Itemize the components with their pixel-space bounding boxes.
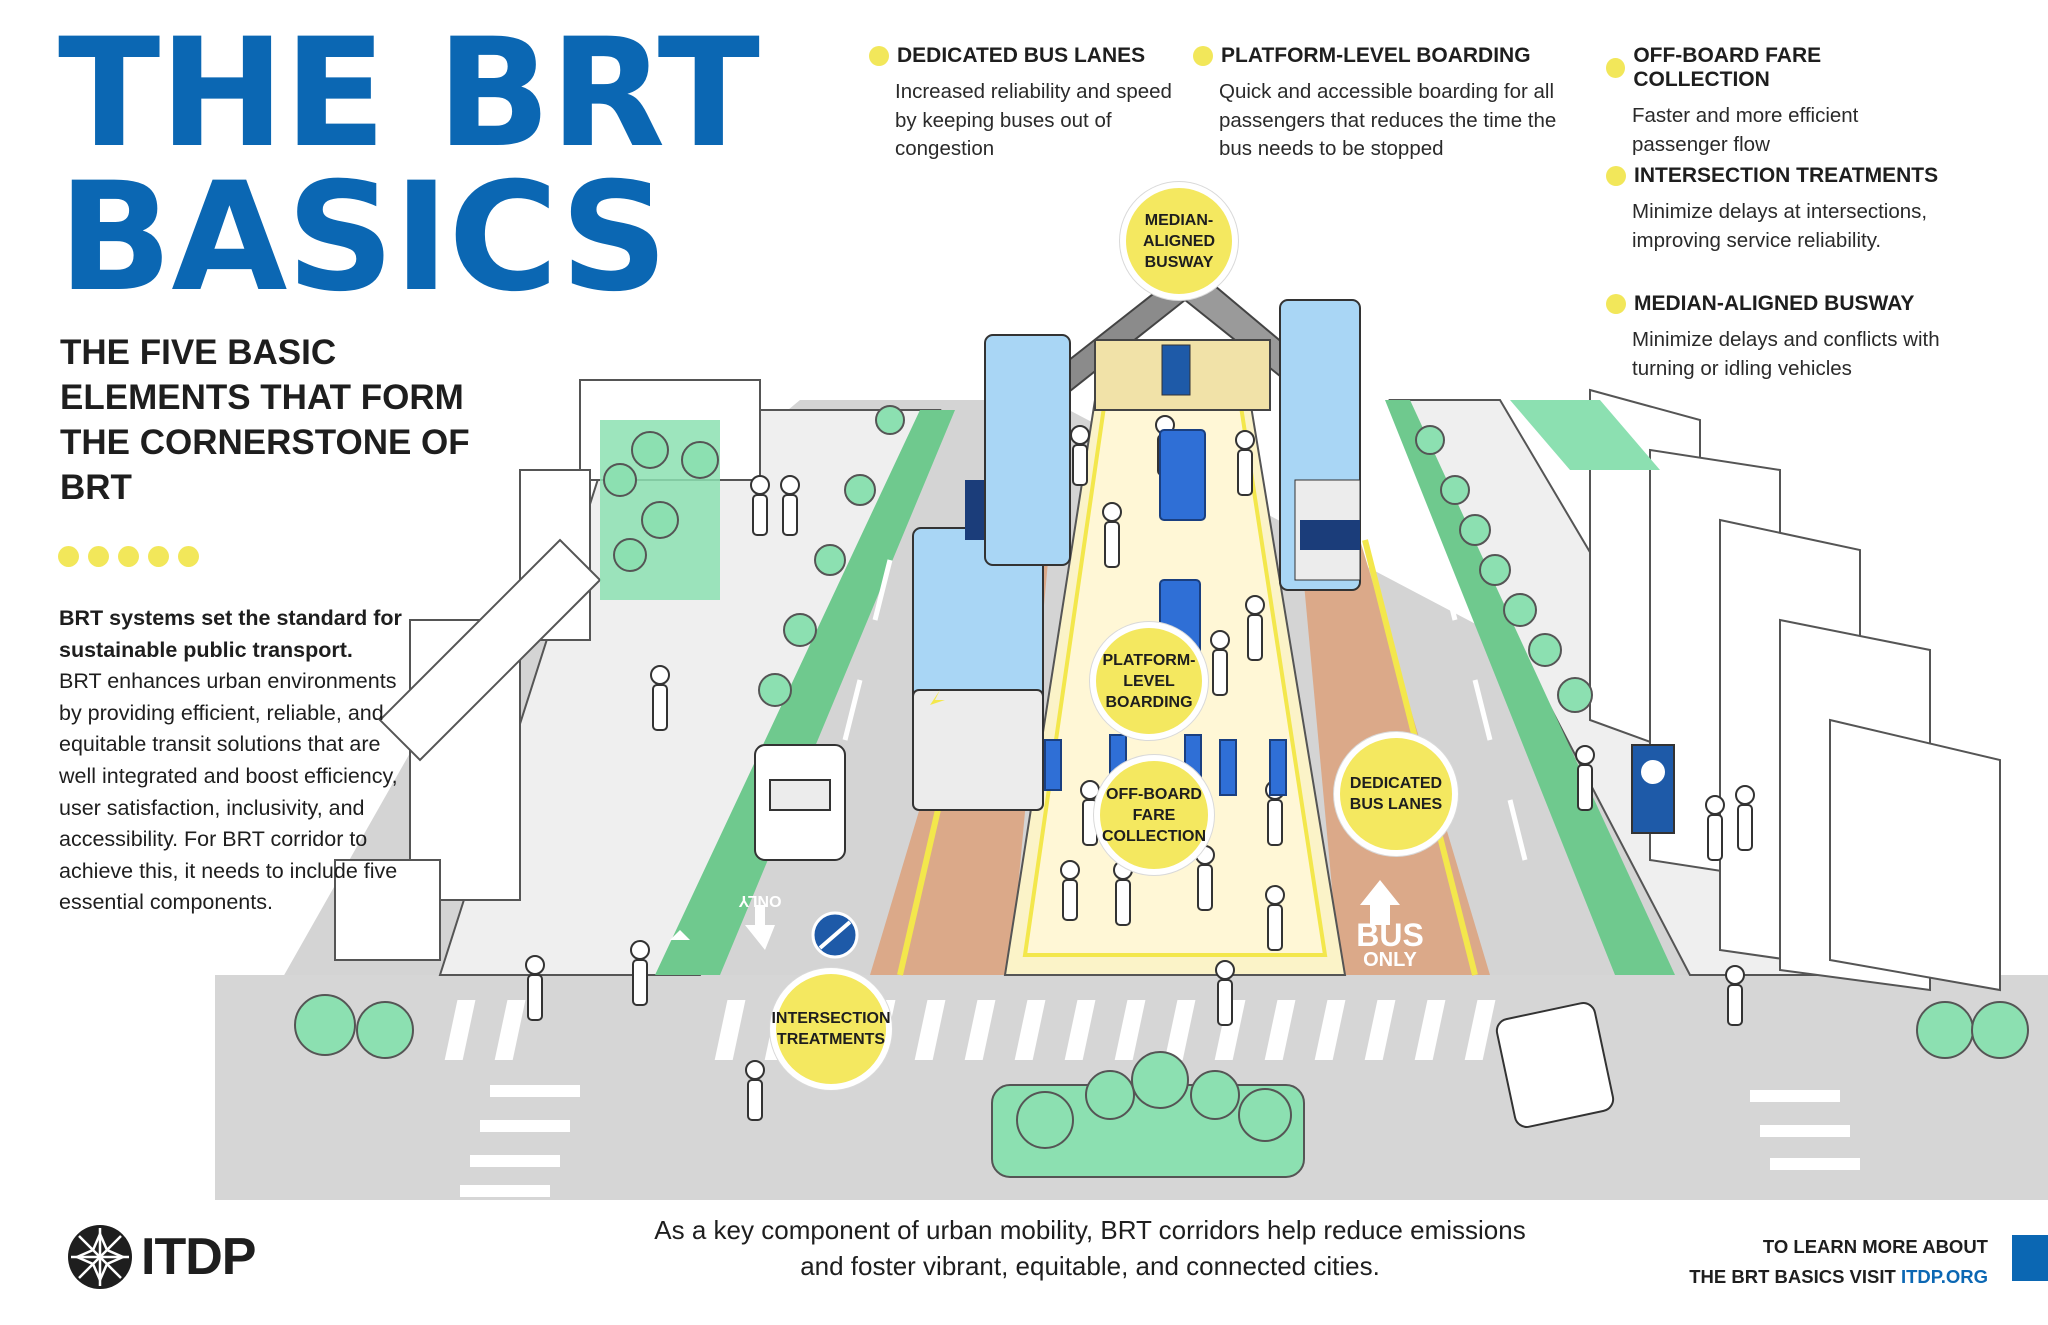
feature-heading: PLATFORM-LEVEL BOARDING [1221,44,1531,67]
bubble-dedicated-bus-lanes: DEDICATED BUS LANES [1334,732,1458,856]
bullet-icon [869,46,889,66]
info-sign [1631,744,1675,834]
intro-body: BRT enhances urban environments by provi… [59,669,398,915]
left-bike-lane [655,410,955,975]
feature-intersection-treatments: INTERSECTION TREATMENTS Minimize delays … [1606,164,1992,255]
feature-median-aligned-busway: MEDIAN-ALIGNED BUSWAY Minimize delays an… [1606,292,1952,383]
learn-more: TO LEARN MORE ABOUT THE BRT BASICS VISIT… [1689,1232,1988,1292]
feature-description: Faster and more efficient passenger flow [1632,104,1859,156]
decorative-dots [58,546,199,567]
car-left [754,744,846,861]
feature-description: Quick and accessible boarding for all pa… [1219,80,1557,160]
feature-heading: DEDICATED BUS LANES [897,44,1146,67]
title-line-1: THE BRT [58,7,760,181]
only-marking-reversed: ONLY [738,892,781,909]
bullet-icon [1193,46,1213,66]
learn-line-2: THE BRT BASICS VISIT [1689,1266,1896,1287]
page-title: THE BRT BASICS [58,7,760,325]
title-line-2: BASICS [58,151,668,325]
only-marking: ONLY [1363,949,1417,971]
feature-off-board-fare-collection: OFF-BOARD FARE COLLECTION Faster and mor… [1606,44,1952,159]
intro-paragraph: BRT systems set the standard for sustain… [59,603,419,919]
footer-statement: As a key component of urban mobility, BR… [654,1215,1526,1281]
bus-right [1279,299,1361,591]
feature-description: Minimize delays at intersections, improv… [1632,200,1928,252]
bubble-off-board-fare-collection: OFF-BOARD FARE COLLECTION [1094,755,1214,875]
feature-platform-level-boarding: PLATFORM-LEVEL BOARDING Quick and access… [1193,44,1579,164]
feature-heading: INTERSECTION TREATMENTS [1634,164,1939,187]
bullet-icon [1606,166,1626,186]
bus-marking: BUS [1356,917,1424,953]
logo-wordmark: ITDP [141,1228,256,1286]
bubble-intersection-treatments: INTERSECTION TREATMENTS [770,968,892,1090]
learn-line-1: TO LEARN MORE ABOUT [1762,1236,1988,1257]
fire-extinguisher-sign [1161,344,1191,396]
feature-heading: MEDIAN-ALIGNED BUSWAY [1634,292,1915,315]
road-arrows [670,880,1400,950]
bullet-icon [1606,294,1626,314]
bus-left [912,334,1071,811]
itdp-link[interactable]: ITDP.ORG [1900,1266,1988,1287]
brand-tab [2012,1235,2048,1281]
feature-heading: OFF-BOARD FARE COLLECTION [1633,44,1822,91]
bubble-median-aligned-busway: MEDIAN- ALIGNED BUSWAY [1120,182,1238,300]
feature-description: Minimize delays and conflicts with turni… [1632,328,1940,380]
car-right [1495,1002,1615,1128]
itdp-logo[interactable]: ITDP [65,1222,256,1292]
page-subtitle: THE FIVE BASIC ELEMENTS THAT FORM THE CO… [60,333,470,507]
right-bike-lane [1385,400,1675,975]
intro-lead: BRT systems set the standard for sustain… [59,606,402,662]
bubble-platform-level-boarding: PLATFORM- LEVEL BOARDING [1090,622,1208,740]
right-buildings [1589,388,2001,992]
feature-description: Increased reliability and speed by keepi… [895,80,1172,160]
feature-dedicated-bus-lanes: DEDICATED BUS LANES Increased reliabilit… [869,44,1195,164]
bullet-icon [1606,58,1626,78]
itdp-star-icon [68,1225,132,1289]
